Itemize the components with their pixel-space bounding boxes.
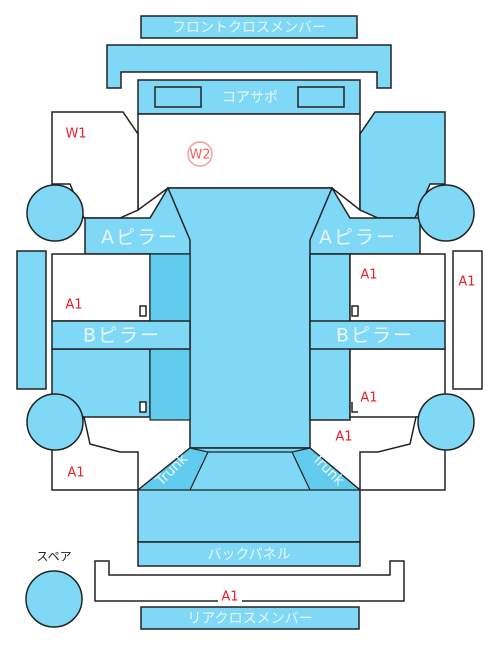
- b-pillar-right[interactable]: [309, 320, 446, 350]
- back-panel-label: バックパネル: [207, 547, 290, 563]
- left-rear-door-handle: [139, 401, 147, 413]
- left-rocker-outer[interactable]: [16, 250, 47, 390]
- rear-cross-member-label: リアクロスメンバー: [187, 611, 312, 627]
- spare-tire[interactable]: [25, 570, 83, 628]
- right-rocker-outer[interactable]: [452, 250, 483, 390]
- front-cross-member-label: フロントクロスメンバー: [172, 20, 326, 36]
- damage-code-right-rocker-outside: A1: [458, 275, 475, 290]
- back-panel[interactable]: [137, 541, 361, 567]
- front-cross-member[interactable]: [140, 15, 358, 39]
- damage-code-front-left-apron: W1: [65, 127, 86, 142]
- core-support-label: コアサポ: [222, 90, 278, 106]
- damage-code-rear-bumper: A1: [221, 590, 238, 605]
- wheel-rear-left[interactable]: [26, 393, 84, 451]
- wheel-front-right[interactable]: [417, 184, 475, 242]
- rear-bumper[interactable]: [94, 560, 405, 602]
- rear-cross-member[interactable]: [140, 606, 360, 630]
- damage-code-right-front-door: A1: [360, 268, 377, 283]
- wheel-front-left[interactable]: [26, 184, 84, 242]
- right-front-door[interactable]: [349, 253, 446, 322]
- b-pillar-left[interactable]: [51, 320, 191, 350]
- a-pillar-left-label: Aピラー: [101, 227, 179, 249]
- core-support-right-slot: [297, 86, 345, 108]
- damage-code-hood: W2: [189, 148, 210, 163]
- right-front-door-handle: [351, 305, 359, 317]
- wheel-rear-right[interactable]: [417, 393, 475, 451]
- core-support-left-slot: [154, 86, 202, 108]
- b-pillar-right-label: Bピラー: [336, 325, 414, 347]
- b-pillar-left-label: Bピラー: [83, 325, 161, 347]
- damage-code-rear-bumper-bg: [218, 588, 242, 606]
- left-front-door-handle: [139, 305, 147, 317]
- spare-label: スペア: [36, 550, 71, 564]
- front-bumper[interactable]: [106, 44, 392, 89]
- damage-code-left-rear-quarter: A1: [67, 466, 84, 481]
- damage-marker-hood: [187, 141, 213, 167]
- damage-code-left-front-door: A1: [65, 298, 82, 313]
- right-rear-door-handle: [351, 402, 358, 413]
- roof[interactable]: [166, 187, 334, 449]
- core-support[interactable]: [137, 79, 361, 115]
- damage-code-right-rear-quarter: A1: [335, 430, 352, 445]
- damage-code-right-rear-door: A1: [360, 391, 377, 406]
- a-pillar-right-label: Aピラー: [319, 227, 397, 249]
